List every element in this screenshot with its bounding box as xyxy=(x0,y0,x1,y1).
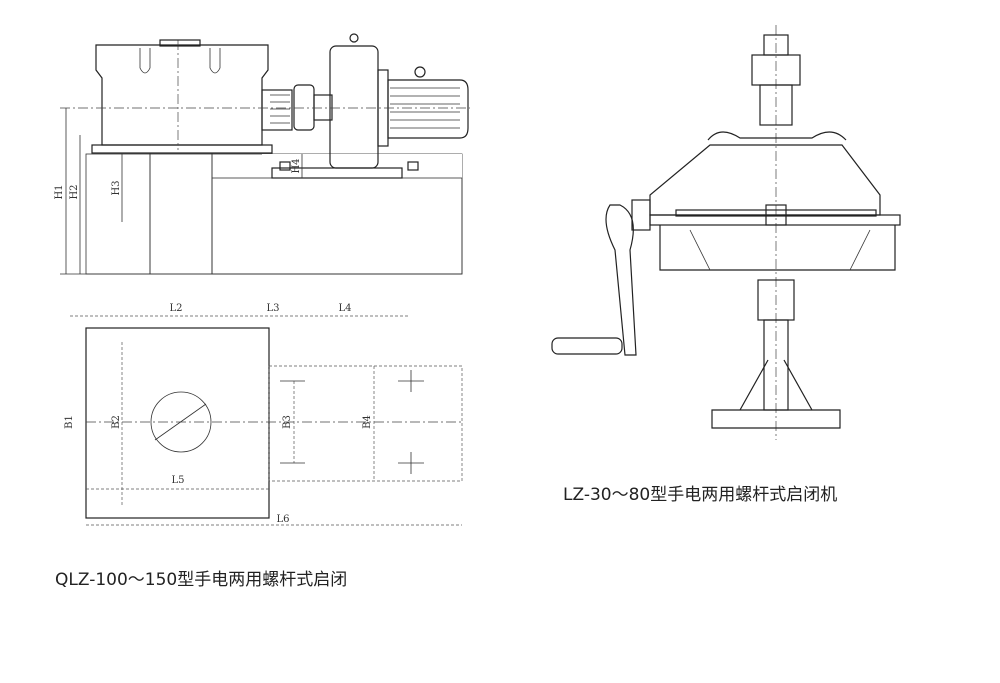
shaft-opening xyxy=(149,153,213,275)
dim-l3: L3 xyxy=(266,303,279,314)
dim-b3: B3 xyxy=(282,415,293,429)
dim-b2: B2 xyxy=(111,415,122,429)
dim-h1: H1 xyxy=(54,184,65,199)
manual-hoist-drawing xyxy=(551,25,901,440)
dim-b1: B1 xyxy=(64,415,75,429)
dim-h2: H2 xyxy=(69,184,80,199)
dim-b4: B4 xyxy=(362,415,373,429)
dim-h4: H4 xyxy=(291,158,302,173)
caption-qlz: QLZ-100～150型手电两用螺杆式启闭 xyxy=(55,570,348,590)
hoist-elevation-view: H1 H2 H3 H4 xyxy=(54,33,470,275)
dim-l6: L6 xyxy=(276,514,289,525)
shaft-hole xyxy=(150,391,212,453)
hoist-plan-view: L2 L3 L4 L5 L6 B1 B2 B3 B4 xyxy=(64,303,463,526)
reducer xyxy=(329,45,379,169)
gearbox-housing xyxy=(95,44,269,146)
motor xyxy=(387,79,469,139)
crank-handle xyxy=(605,204,637,356)
caption-lz: LZ-30～80型手电两用螺杆式启闭机 xyxy=(563,485,838,505)
hoist-housing xyxy=(649,144,881,216)
base-plate xyxy=(85,327,270,519)
dim-l5: L5 xyxy=(171,475,184,486)
foundation-left xyxy=(85,153,151,275)
screw-stem xyxy=(759,84,793,126)
dim-l4: L4 xyxy=(338,303,351,314)
dim-h3: H3 xyxy=(111,180,122,195)
dim-l2: L2 xyxy=(169,303,182,314)
